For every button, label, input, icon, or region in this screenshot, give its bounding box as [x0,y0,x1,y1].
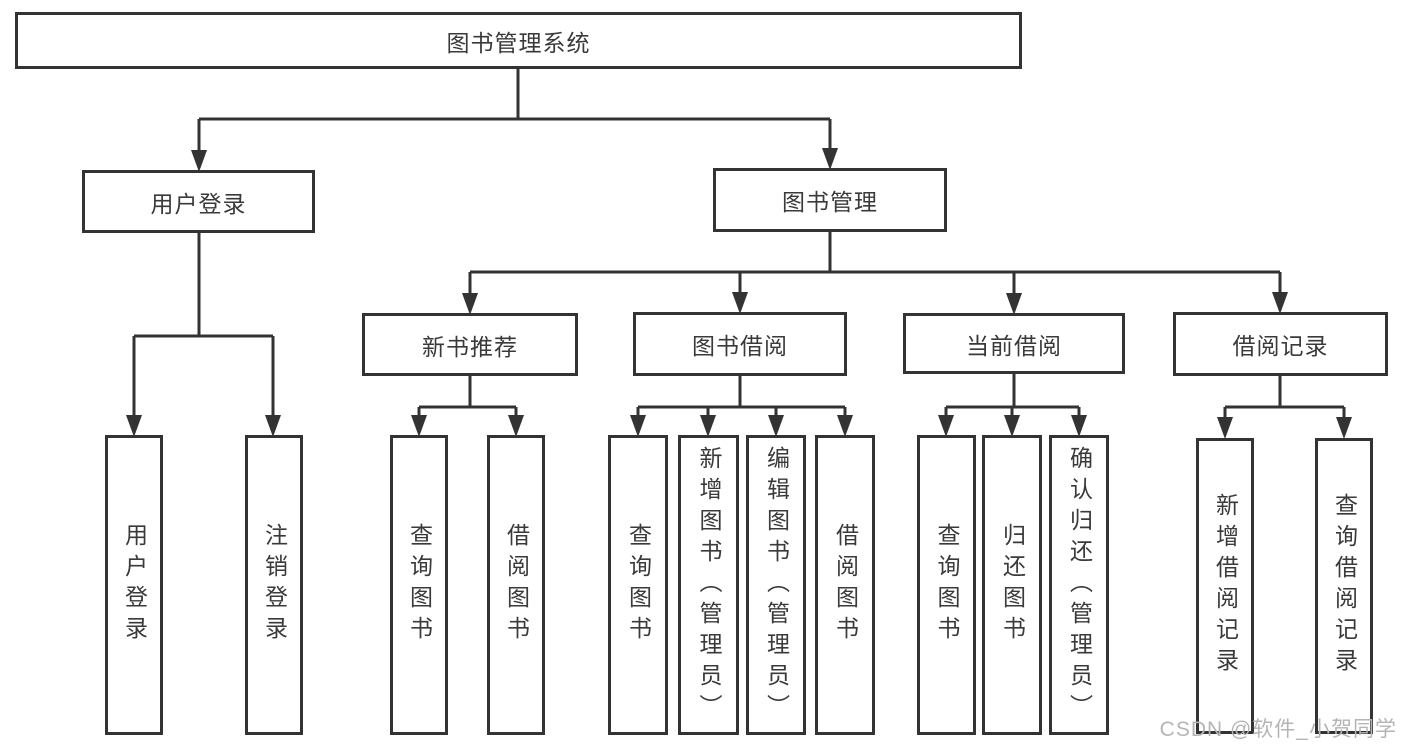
node-label: 查询图书 [625,523,652,647]
node-label: 归还图书 [999,523,1026,647]
arrowhead-icon [938,415,954,437]
arrowhead-icon [411,415,427,437]
node-label: 借阅图书 [832,523,859,647]
node-book-borrowing: 图书借阅 [633,312,847,376]
node-return-books: 归还图书 [982,435,1042,735]
node-borrowing-records: 借阅记录 [1173,312,1388,376]
node-borrow-books: 借阅图书 [815,435,875,735]
node-current-borrowing: 当前借阅 [903,313,1125,374]
arrowhead-icon [191,150,207,172]
arrowhead-icon [1006,293,1022,315]
arrowhead-icon [1336,417,1352,439]
node-label: 图书管理 [782,189,878,215]
node-label: 当前借阅 [966,332,1062,359]
node-book-management: 图书管理 [713,168,947,232]
node-label: 查询图书 [406,523,433,647]
arrowhead-icon [837,415,853,437]
arrowhead-icon [1071,415,1087,437]
node-library-management-system: 图书管理系统 [15,12,1022,69]
node-label: 图书管理系统 [446,29,591,56]
arrowhead-icon [265,415,281,437]
node-label: 查询借阅记录 [1331,493,1358,679]
arrowhead-icon [700,415,716,437]
node-logout-leaf: 注销登录 [245,435,303,735]
node-borrow-books: 借阅图书 [487,435,545,735]
node-label: 用户登录 [150,190,247,217]
node-label: 借阅图书 [503,523,530,647]
node-user-login-leaf: 用户登录 [105,435,163,735]
node-confirm-return-admin: 确认归还（管理员） [1049,435,1109,735]
csdn-watermark: CSDN @软件_小贺同学 [1159,718,1397,741]
arrowhead-icon [822,148,838,170]
node-label: 编辑图书（管理员） [763,445,790,725]
arrowhead-icon [768,415,784,437]
arrowhead-icon [732,292,748,314]
node-label: 用户登录 [121,523,148,647]
arrowhead-icon [1272,292,1288,314]
node-query-books: 查询图书 [917,435,976,735]
node-label: 注销登录 [261,523,288,647]
node-query-borrow-record: 查询借阅记录 [1315,438,1373,734]
node-label: 新书推荐 [422,333,518,360]
node-label: 确认归还（管理员） [1066,445,1093,725]
node-label: 新增借阅记录 [1212,493,1239,679]
node-edit-books-admin: 编辑图书（管理员） [746,435,806,735]
arrowhead-icon [1217,417,1233,439]
node-label: 查询图书 [934,523,960,647]
node-add-borrow-record: 新增借阅记录 [1196,438,1254,734]
arrowhead-icon [126,415,142,437]
arrowhead-icon [462,293,478,315]
node-label: 借阅记录 [1232,333,1329,359]
node-new-book-recommendation: 新书推荐 [362,313,578,376]
node-label: 新增图书（管理员） [696,445,722,725]
node-user-login: 用户登录 [82,170,315,233]
node-query-books: 查询图书 [608,435,668,735]
node-query-books: 查询图书 [390,435,448,735]
node-label: 图书借阅 [692,333,788,359]
arrowhead-icon [508,415,524,437]
arrowhead-icon [1004,415,1020,437]
node-add-books-admin: 新增图书（管理员） [678,435,739,735]
arrowhead-icon [630,415,646,437]
